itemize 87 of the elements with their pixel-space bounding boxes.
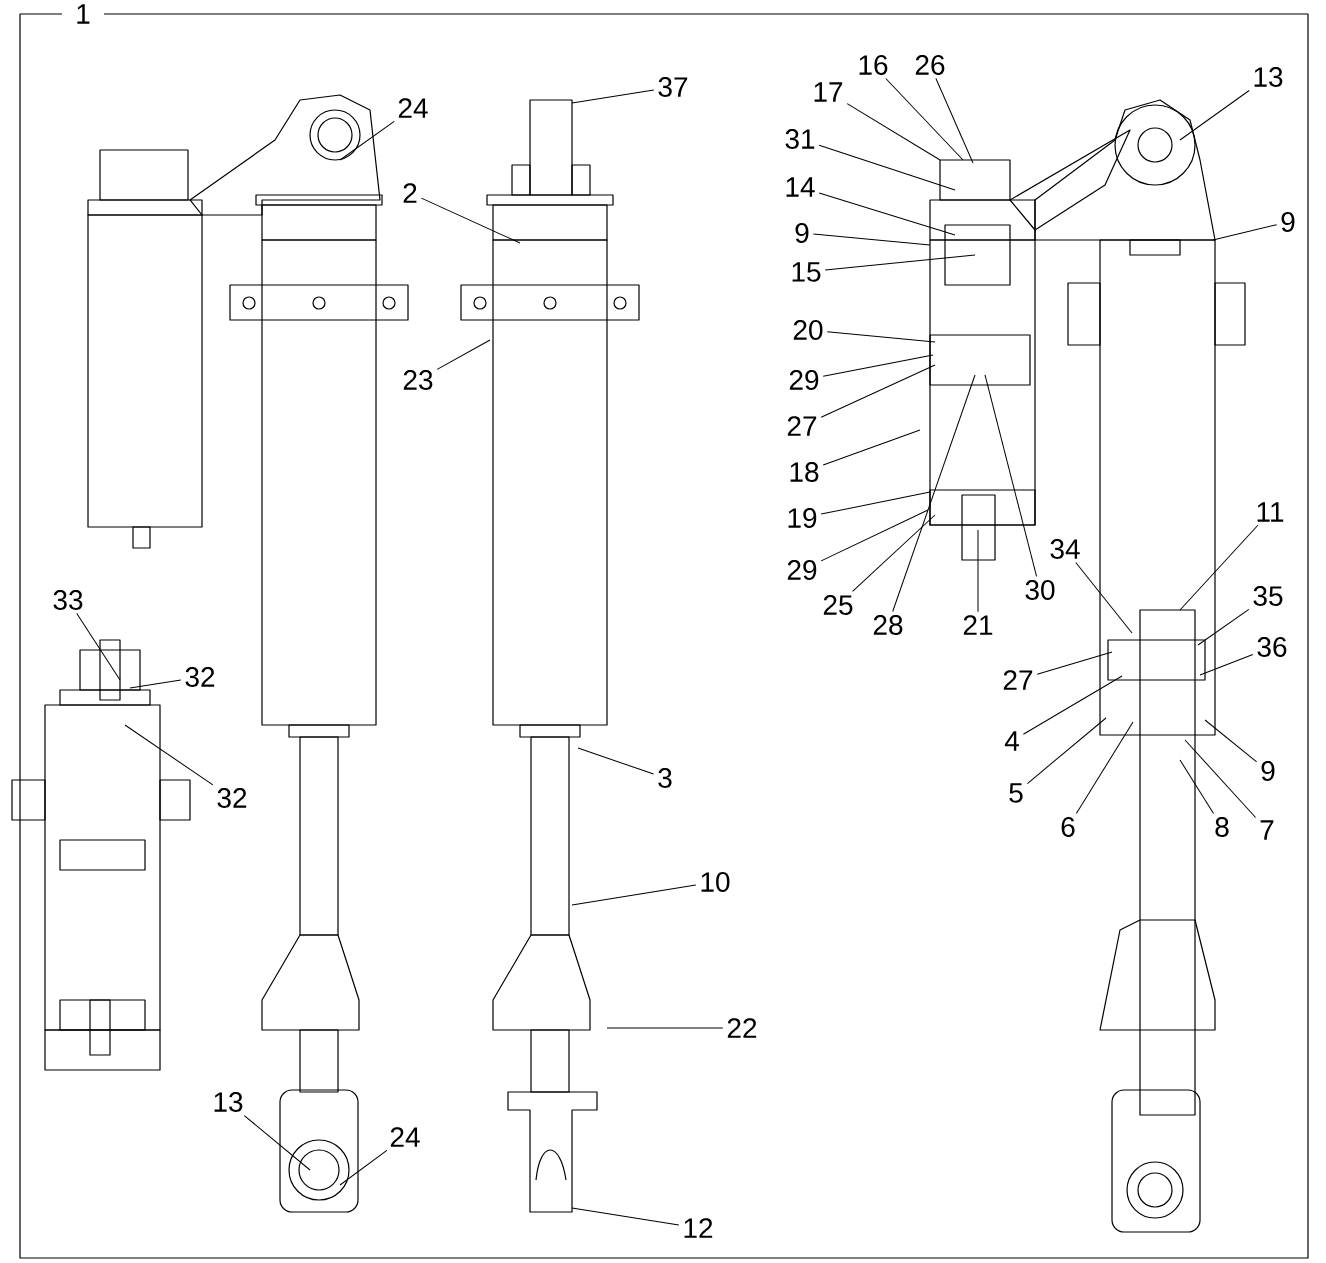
callout-number: 32 (217, 788, 247, 808)
callout-number: 37 (658, 77, 688, 97)
callout-number: 10 (701, 872, 730, 892)
leader-line (420, 197, 521, 244)
callout-number: 9 (795, 223, 809, 243)
leader-line (1212, 224, 1278, 241)
callout-number: 4 (1004, 731, 1019, 751)
callout-number: 11 (1257, 502, 1284, 522)
callout-number: 24 (390, 1127, 420, 1147)
callout-number: 34 (1050, 539, 1080, 559)
callout-number: 32 (185, 667, 215, 687)
leader-line (571, 884, 697, 906)
leader-line (124, 724, 214, 786)
leader-line (852, 514, 936, 592)
leader-line (1075, 721, 1134, 814)
callout-number: 22 (727, 1018, 757, 1038)
leader-line (339, 1149, 388, 1186)
callout-number: 29 (789, 370, 819, 390)
leader-line (571, 89, 655, 104)
leader-line (1036, 651, 1113, 675)
leader-line (818, 144, 956, 191)
callout-number: 18 (790, 462, 819, 482)
callout-number: 13 (214, 1092, 243, 1112)
callout-number: 9 (1281, 212, 1295, 232)
callout-number: 5 (1009, 783, 1023, 803)
callout-number: 3 (658, 768, 672, 788)
callout-number: 8 (1215, 817, 1229, 837)
callout-number: 35 (1253, 586, 1283, 606)
callout-number: 25 (823, 595, 853, 615)
callout-number: 13 (1254, 67, 1283, 87)
callout-number: 36 (1257, 637, 1287, 657)
leader-line (822, 429, 921, 466)
leader-line (820, 364, 936, 418)
callout-number: 28 (873, 615, 903, 635)
leader-line (1199, 653, 1254, 676)
callout-number: 33 (53, 590, 83, 610)
leader-line (1179, 759, 1215, 814)
callout-number: 31 (785, 129, 815, 149)
callout-number: 2 (403, 183, 417, 203)
callout-number: 12 (684, 1218, 713, 1238)
leader-line (1179, 524, 1259, 611)
callout-number: 23 (403, 370, 433, 390)
leader-line (935, 78, 974, 164)
leader-line (1197, 608, 1250, 646)
callout-number: 17 (814, 82, 843, 102)
callout-number: 30 (1025, 580, 1055, 600)
callout-number: 7 (1260, 820, 1274, 840)
leader-line (339, 120, 395, 161)
leader-line (822, 354, 934, 377)
callout-number: 27 (1003, 670, 1033, 690)
leader-line (824, 254, 976, 271)
callout-number: 15 (792, 262, 821, 282)
callout-number: 1 (77, 4, 90, 24)
leader-line (1022, 675, 1123, 735)
callout-number: 27 (787, 416, 817, 436)
callout-number: 19 (788, 508, 817, 528)
leader-line (820, 509, 929, 562)
callout-number: 26 (915, 55, 945, 75)
leader-line (977, 529, 979, 613)
callout-number: 6 (1061, 817, 1075, 837)
leader-line (1184, 739, 1257, 818)
leader-line (243, 1115, 311, 1171)
leader-line (846, 103, 941, 161)
leader-line (885, 78, 964, 161)
leader-line (1026, 717, 1107, 784)
callout-number: 14 (786, 177, 815, 197)
leader-line (812, 233, 931, 246)
leader-line (577, 747, 655, 775)
leader-line (984, 374, 1038, 577)
callout-number: 20 (793, 320, 823, 340)
callout-number: 9 (1261, 761, 1275, 781)
leader-line (892, 374, 976, 612)
leader-line (818, 192, 956, 236)
leader-line (1075, 562, 1133, 634)
leader-line (1179, 90, 1250, 141)
leader-line (826, 331, 936, 343)
leader-line (129, 679, 182, 689)
callout-number: 16 (859, 55, 888, 75)
callout-number: 24 (398, 98, 428, 118)
callout-number: 29 (787, 560, 817, 580)
leader-line (571, 1207, 680, 1226)
leader-line (1204, 719, 1258, 763)
leader-line (436, 339, 491, 370)
leader-line (820, 491, 931, 515)
callout-number: 21 (963, 615, 993, 635)
leader-line (606, 1027, 724, 1029)
leader-line (76, 613, 121, 681)
